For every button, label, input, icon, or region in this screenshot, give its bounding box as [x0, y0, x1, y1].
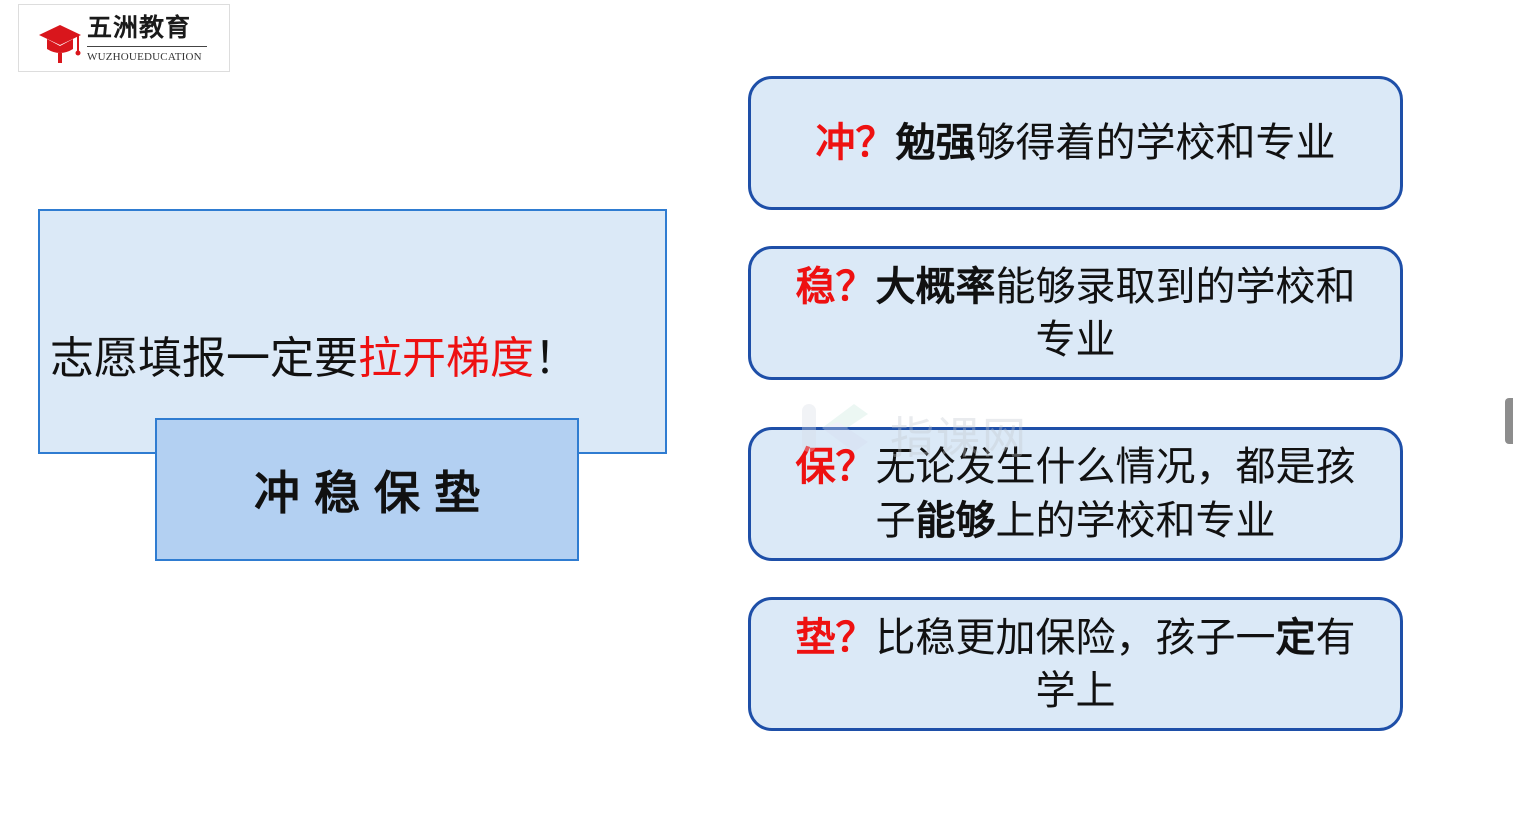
card-wen: 稳？大概率能够录取到的学校和专业: [748, 246, 1403, 380]
card-bao: 保？无论发生什么情况，都是孩子能够上的学校和专业: [748, 427, 1403, 561]
card-dian-label: 垫？: [795, 613, 876, 661]
logo-name-en: WUZHOUEDUCATION: [87, 51, 202, 63]
card-wen-label: 稳？: [795, 262, 876, 310]
card-wen-body: 能够录取到的学校和专业: [995, 263, 1356, 363]
card-chong-label: 冲？: [815, 119, 896, 166]
card-dian-body-before: 比稳更加保险，孩子一: [875, 614, 1276, 661]
subtitle: 冲稳保垫: [254, 465, 494, 520]
card-bao-body-after: 上的学校和专业: [995, 498, 1276, 544]
card-wen-text: 稳？大概率能够录取到的学校和专业: [781, 260, 1370, 367]
main-title-highlight: 拉开梯度: [358, 333, 534, 384]
card-dian: 垫？比稳更加保险，孩子一定有学上: [748, 597, 1403, 731]
main-title: 志愿填报一定要拉开梯度！: [50, 329, 578, 389]
main-title-prefix: 志愿填报一定要: [50, 333, 358, 384]
card-bao-body-before: 无论发生什么情况，都是孩子: [875, 444, 1356, 544]
logo-divider: [87, 46, 207, 47]
card-bao-bold: 能够: [915, 497, 996, 544]
card-chong: 冲？勉强够得着的学校和专业: [748, 76, 1403, 210]
graduation-cap-icon: [39, 25, 81, 63]
card-bao-label: 保？: [795, 443, 876, 490]
card-wen-bold: 大概率: [875, 262, 996, 310]
card-dian-body-after: 有学上: [1035, 614, 1356, 714]
main-title-box: 志愿填报一定要拉开梯度！: [38, 209, 667, 454]
brand-logo: 五洲教育 WUZHOUEDUCATION: [18, 4, 230, 72]
card-chong-body: 够得着的学校和专业: [975, 120, 1336, 166]
card-bao-text: 保？无论发生什么情况，都是孩子能够上的学校和专业: [781, 440, 1370, 548]
card-dian-text: 垫？比稳更加保险，孩子一定有学上: [781, 611, 1370, 718]
main-title-suffix: ！: [534, 333, 578, 384]
logo-name-cn: 五洲教育: [87, 13, 192, 42]
card-chong-bold: 勉强: [895, 119, 976, 166]
card-dian-bold: 定: [1275, 613, 1316, 661]
side-panel-handle[interactable]: [1505, 398, 1513, 444]
subtitle-box: 冲稳保垫: [155, 418, 579, 561]
card-chong-text: 冲？勉强够得着的学校和专业: [781, 116, 1370, 170]
